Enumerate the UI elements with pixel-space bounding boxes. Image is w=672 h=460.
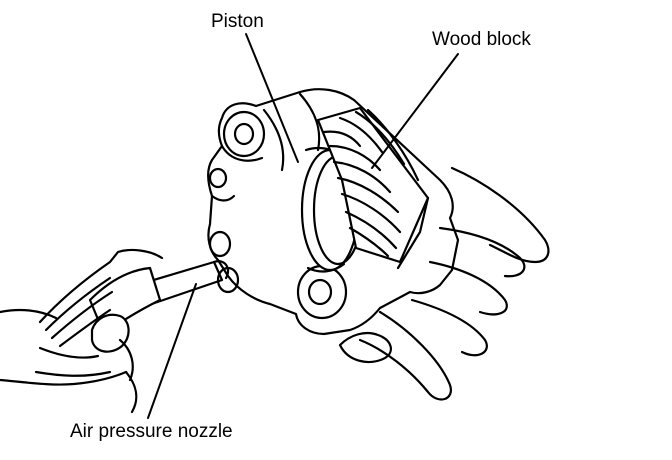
left-hand-drawing (0, 308, 138, 414)
air-pressure-nozzle-label: Air pressure nozzle (70, 421, 233, 442)
leader-lines (147, 33, 459, 419)
piston-leader-line (245, 33, 299, 163)
wood-block-drawing (316, 106, 430, 270)
air-nozzle-leader-line (147, 283, 197, 419)
right-hand-drawing (338, 166, 550, 401)
wood-block-label: Wood block (432, 29, 531, 50)
air-nozzle-drawing (34, 248, 240, 377)
piston-label: Piston (211, 11, 264, 32)
wood-block-leader-line (371, 53, 459, 169)
